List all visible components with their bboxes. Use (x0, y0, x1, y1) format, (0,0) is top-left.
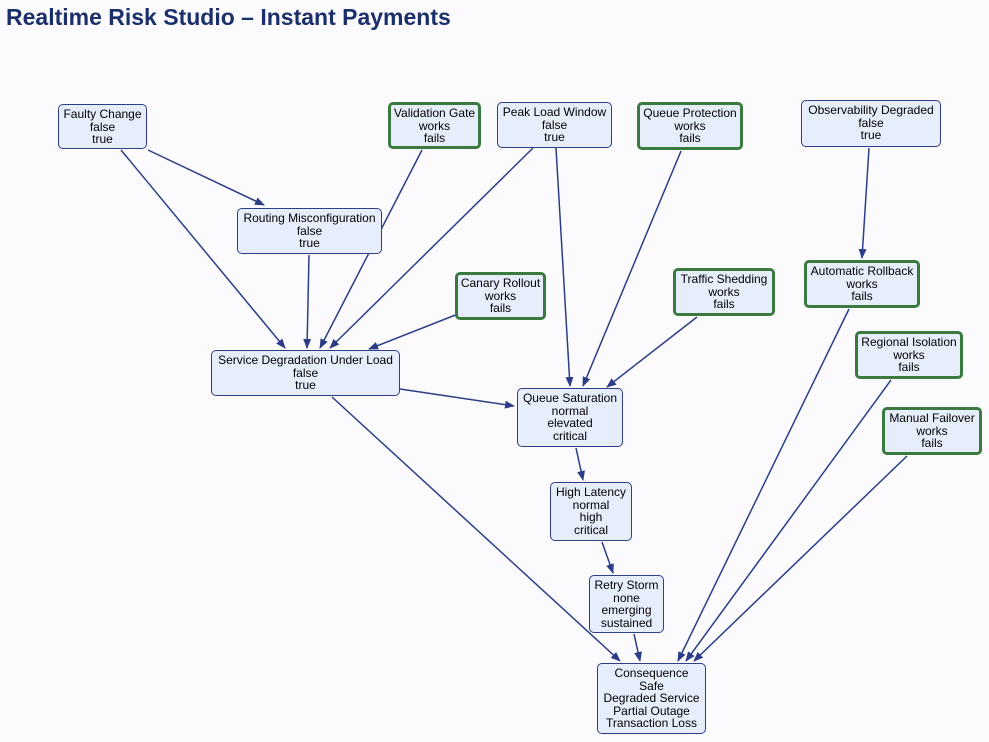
node-state: works (893, 347, 925, 362)
node-state: true (295, 378, 316, 392)
node-state: normal (551, 403, 589, 418)
node-state: false (89, 119, 116, 134)
node-state: critical (573, 522, 608, 537)
node-faulty-change[interactable]: Faulty Change false true (58, 104, 147, 149)
node-validation-gate[interactable]: Validation Gate works fails (388, 102, 481, 149)
edge-traffic-shedding-to-queue-saturation (606, 316, 698, 388)
node-state: fails (679, 131, 701, 145)
node-retry-storm[interactable]: Retry Storm none emerging sustained (589, 575, 664, 633)
edge-peak-load-to-service-degradation (329, 147, 534, 349)
node-consequence-label: Consequence (614, 666, 689, 680)
edge-regional-isolation-to-consequence (685, 379, 892, 662)
edge-faulty-change-to-routing (147, 149, 265, 206)
edge-queue-saturation-to-high-latency (575, 447, 585, 481)
node-canary-rollout-label: Canary Rollout (460, 276, 541, 290)
node-state: works (846, 276, 878, 291)
node-state: true (92, 132, 113, 146)
node-consequence[interactable]: Consequence Safe Degraded Service Partia… (597, 663, 706, 734)
edge-service-degradation-to-consequence (331, 396, 621, 662)
node-retry-storm-label: Retry Storm (594, 578, 659, 592)
node-state: high (579, 510, 603, 524)
edge-queue-protection-to-queue-saturation (582, 150, 682, 387)
node-canary-rollout[interactable]: Canary Rollout works fails (455, 272, 546, 320)
node-service-degradation-label: Service Degradation Under Load (218, 353, 393, 367)
node-manual-failover-label: Manual Failover (889, 411, 975, 425)
node-state: fails (851, 289, 873, 303)
node-state: critical (552, 428, 587, 443)
node-queue-protection-label: Queue Protection (643, 106, 737, 120)
node-observability-degraded[interactable]: Observability Degraded false true (801, 100, 941, 147)
node-state: works (418, 118, 451, 133)
edge-manual-failover-to-consequence (693, 455, 908, 662)
node-traffic-shedding[interactable]: Traffic Shedding works fails (673, 268, 775, 316)
node-state: Degraded Service (603, 691, 700, 705)
node-state: fails (423, 131, 446, 145)
node-observability-degraded-label: Observability Degraded (808, 103, 934, 117)
edge-faulty-change-to-service-degradation (120, 149, 286, 349)
node-routing-misconfiguration[interactable]: Routing Misconfiguration false true (237, 208, 382, 254)
node-state: emerging (601, 603, 652, 617)
edge-automatic-rollback-to-consequence (677, 308, 850, 662)
node-state: works (708, 284, 740, 299)
edge-canary-rollout-to-service-degradation (368, 313, 459, 350)
node-state: true (299, 236, 320, 250)
node-state: false (541, 117, 568, 132)
node-routing-misconfiguration-label: Routing Misconfiguration (243, 211, 376, 225)
node-state: fails (921, 436, 943, 450)
node-state: fails (713, 297, 735, 311)
node-manual-failover[interactable]: Manual Failover works fails (882, 407, 982, 455)
node-automatic-rollback[interactable]: Automatic Rollback works fails (804, 260, 920, 308)
node-peak-load-window[interactable]: Peak Load Window false true (497, 102, 612, 148)
node-peak-load-window-label: Peak Load Window (502, 105, 607, 119)
node-state: false (858, 115, 884, 130)
node-state: fails (898, 360, 920, 374)
node-state: works (916, 423, 948, 438)
node-regional-isolation-label: Regional Isolation (861, 335, 957, 349)
node-regional-isolation[interactable]: Regional Isolation works fails (855, 331, 963, 379)
node-state: works (674, 118, 706, 133)
node-traffic-shedding-label: Traffic Shedding (680, 272, 768, 286)
edge-high-latency-to-retry-storm (601, 541, 614, 574)
node-validation-gate-label: Validation Gate (393, 106, 476, 120)
node-state: none (613, 590, 640, 605)
node-state: elevated (547, 416, 593, 430)
node-state: Safe (639, 678, 664, 693)
edge-observability-to-automatic-rollback (858, 147, 870, 259)
node-state: normal (572, 497, 610, 512)
node-automatic-rollback-label: Automatic Rollback (810, 264, 914, 278)
node-state: works (484, 288, 517, 303)
node-queue-saturation[interactable]: Queue Saturation normal elevated critica… (517, 388, 623, 447)
node-state: true (860, 128, 882, 142)
edge-peak-load-to-queue-saturation (555, 147, 574, 387)
node-high-latency-label: High Latency (555, 485, 627, 499)
edge-retry-storm-to-consequence (633, 633, 642, 662)
node-queue-protection[interactable]: Queue Protection works fails (637, 102, 743, 150)
node-state: false (296, 223, 323, 238)
page-title: Realtime Risk Studio – Instant Payments (6, 4, 451, 30)
node-service-degradation[interactable]: Service Degradation Under Load false tru… (211, 350, 400, 396)
edge-service-degradation-to-queue-saturation (399, 388, 515, 409)
node-state: sustained (600, 615, 653, 630)
node-queue-saturation-label: Queue Saturation (522, 391, 618, 405)
node-high-latency[interactable]: High Latency normal high critical (550, 482, 632, 541)
node-faulty-change-label: Faulty Change (63, 107, 142, 121)
node-state: true (544, 130, 565, 144)
node-state: fails (489, 301, 512, 315)
edge-routing-to-service-degradation (303, 254, 312, 349)
node-state: Partial Outage (613, 703, 690, 718)
node-state: false (292, 365, 319, 380)
node-state: Transaction Loss (606, 716, 697, 730)
